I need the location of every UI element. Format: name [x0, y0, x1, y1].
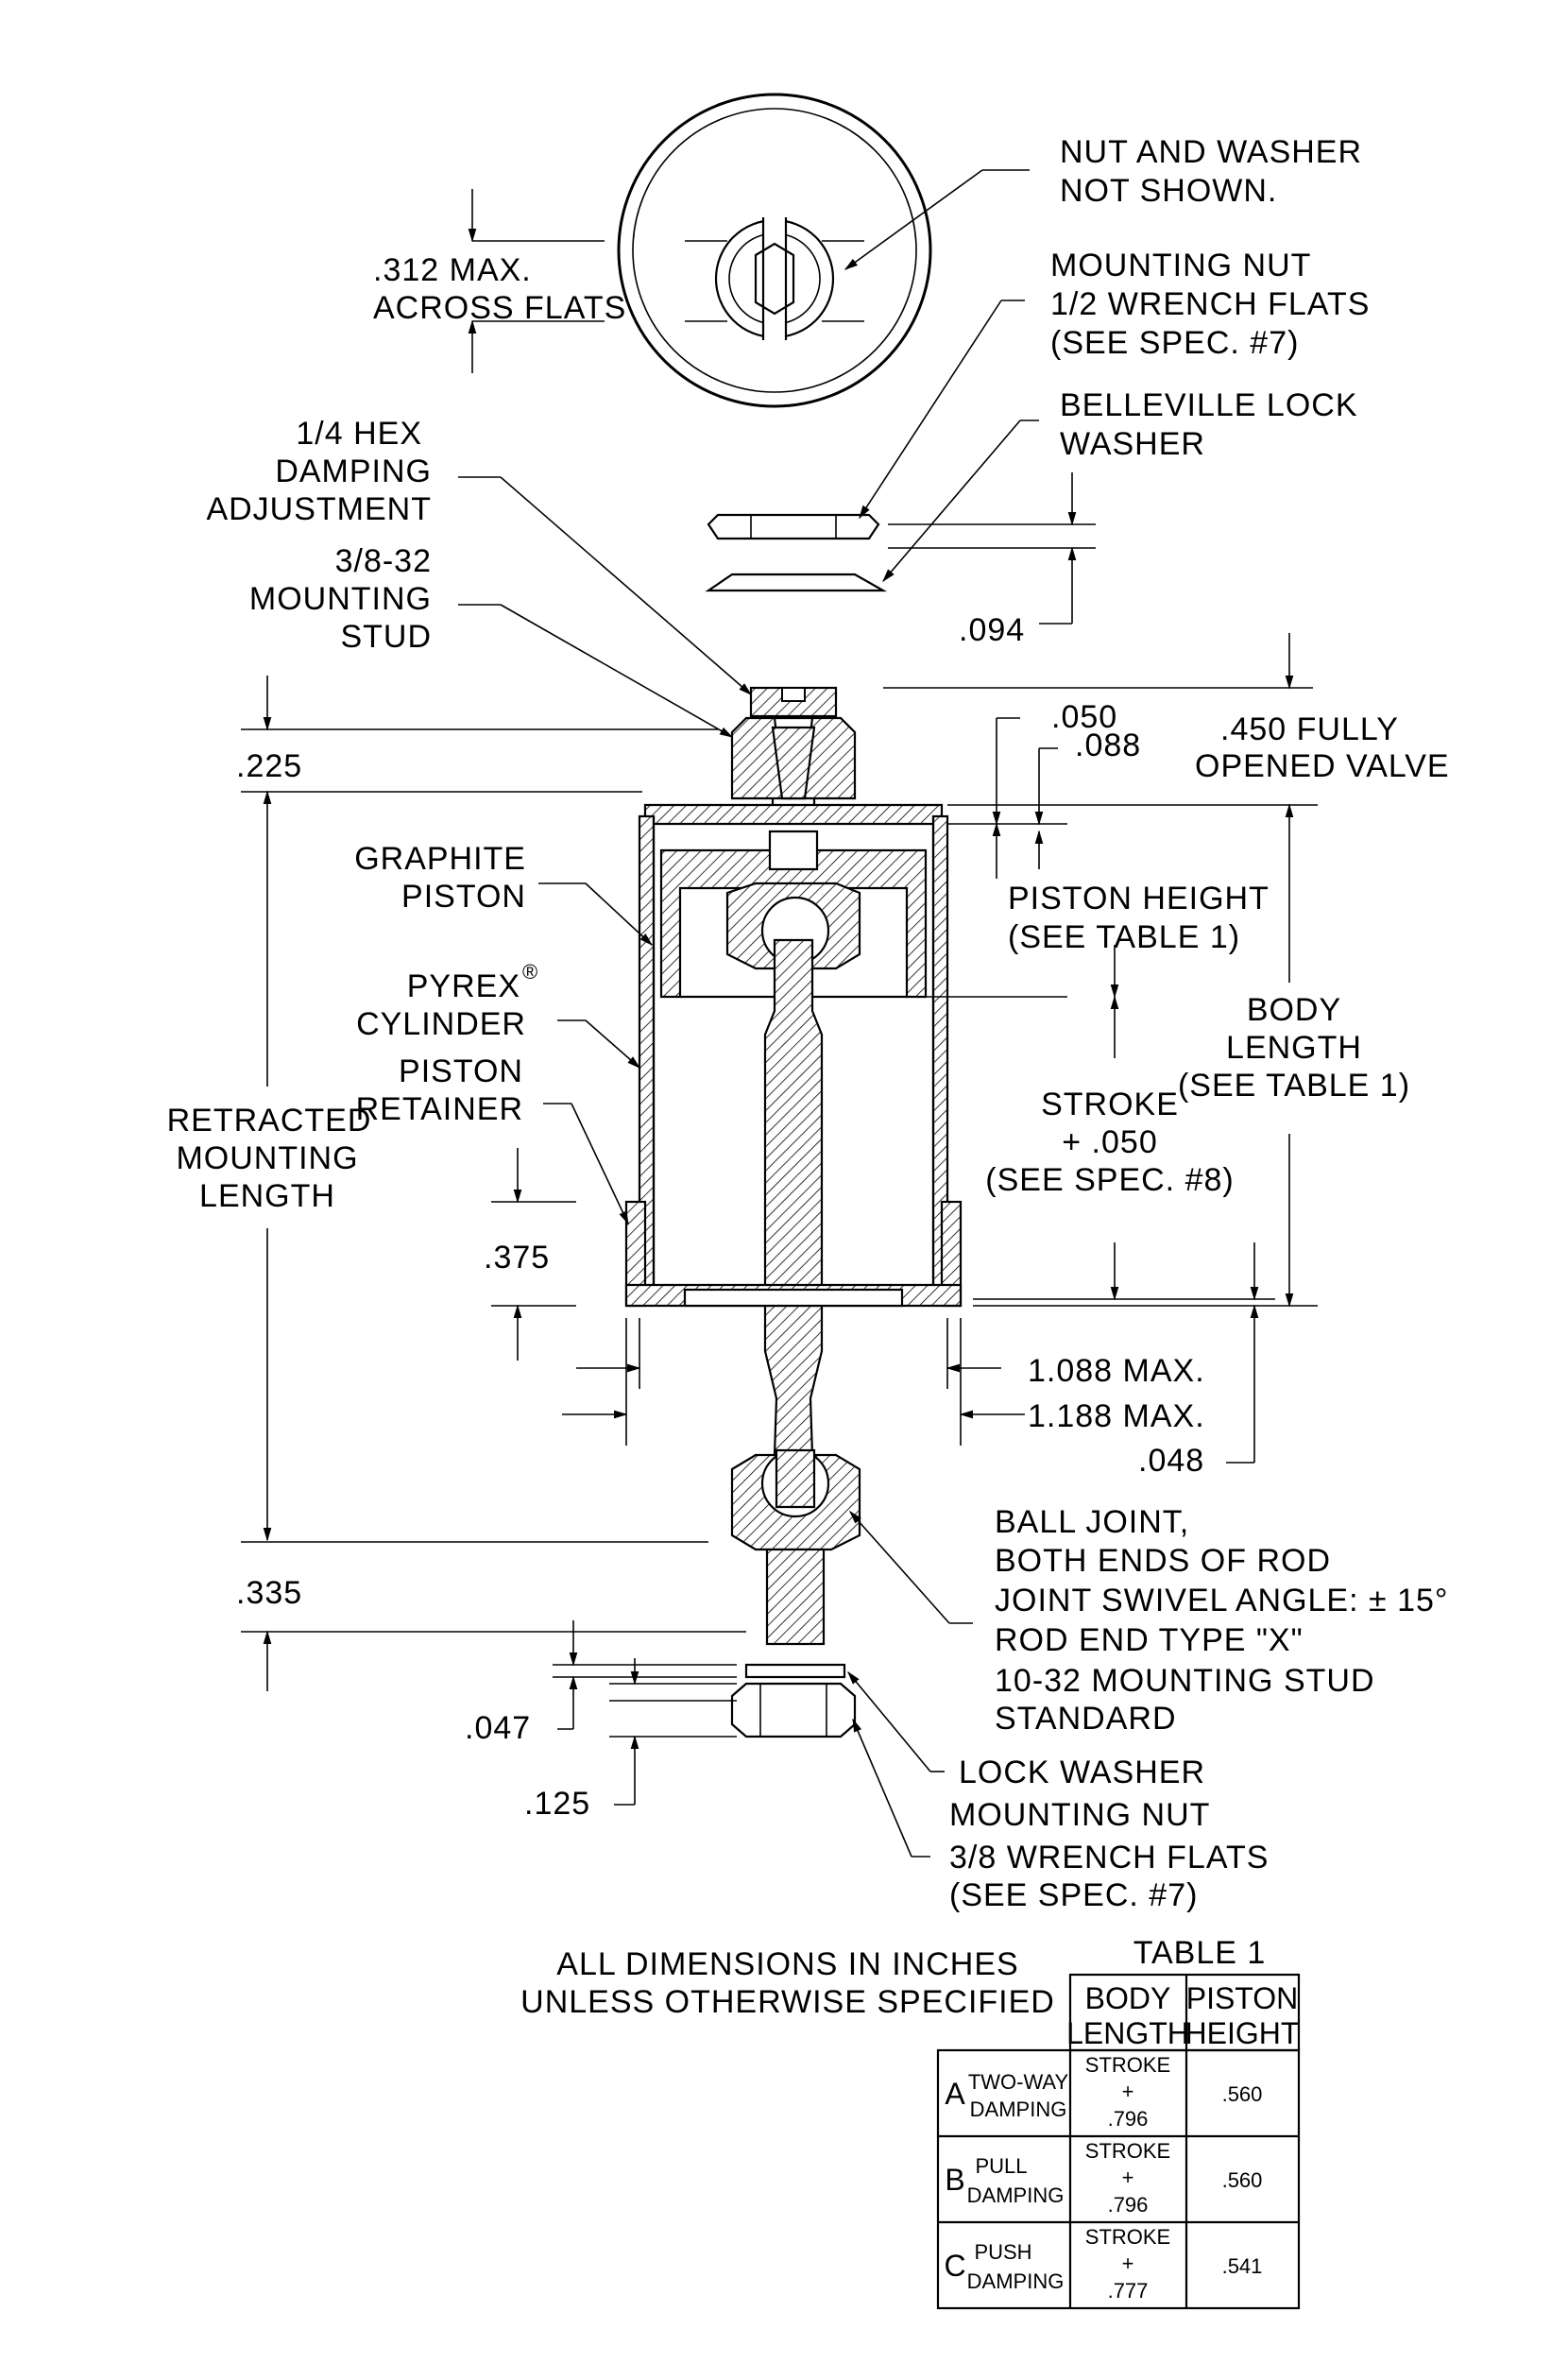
header-body-line2: LENGTH [1066, 2016, 1189, 2050]
mount-stud-line1: 3/8-32 [335, 543, 432, 579]
piston-height-line1: PISTON HEIGHT [1008, 881, 1270, 916]
flats-dim-line2: ACROSS FLATS [373, 290, 626, 326]
registered-mark: ® [522, 960, 537, 984]
stroke-line3: (SEE SPEC. #8) [985, 1162, 1234, 1198]
general-note-line2: UNLESS OTHERWISE SPECIFIED [520, 1984, 1055, 2020]
dim-088: .088 [1075, 728, 1141, 763]
row-a-type-line1: TWO-WAY [968, 2070, 1069, 2094]
ball-joint-line1: BALL JOINT, [995, 1504, 1189, 1540]
row-c-letter: C [944, 2249, 965, 2283]
row-c-body-line1: STROKE [1085, 2225, 1170, 2249]
dim-1088: 1.088 MAX. [1028, 1353, 1205, 1389]
dim-047: .047 [465, 1710, 531, 1746]
belleville-line2: WASHER [1060, 426, 1205, 462]
dim-375-lines [491, 1148, 576, 1361]
dim-050: .050 [1051, 699, 1117, 735]
row-a-type-line2: DAMPING [970, 2098, 1067, 2121]
fully-open-line1: .450 FULLY [1220, 711, 1399, 747]
ball-joint-line4: ROD END TYPE "X" [995, 1622, 1304, 1658]
header-body-line1: BODY [1085, 1981, 1171, 2015]
header-height-line2: HEIGHT [1185, 2016, 1300, 2050]
ball-joint-line5: 10-32 MOUNTING STUD [995, 1663, 1375, 1699]
general-note-line1: ALL DIMENSIONS IN INCHES [556, 1946, 1018, 1982]
row-c-type-line2: DAMPING [967, 2269, 1065, 2293]
retracted-line2: MOUNTING [176, 1140, 358, 1176]
mount-stud-line3: STUD [340, 619, 432, 655]
row-c-body-line3: .777 [1108, 2279, 1149, 2303]
leaders-left [458, 476, 753, 1225]
dim-125: .125 [524, 1786, 590, 1822]
piston-retainer-line1: PISTON [399, 1053, 523, 1089]
header-height-line1: PISTON [1186, 1981, 1299, 2015]
dim-1188: 1.188 MAX. [1028, 1398, 1205, 1434]
row-a-body-line3: .796 [1108, 2107, 1149, 2131]
row-c-height: .541 [1222, 2254, 1263, 2278]
ball-joint-line6: STANDARD [995, 1701, 1177, 1737]
row-b-body-line2: + [1122, 2166, 1134, 2189]
stroke-line1: STROKE [1041, 1087, 1179, 1122]
row-c-type-line1: PUSH [974, 2240, 1031, 2264]
body-length-line3: (SEE TABLE 1) [1178, 1068, 1410, 1104]
row-b-body-line3: .796 [1108, 2193, 1149, 2217]
mounting-nut-line3: (SEE SPEC. #7) [1050, 325, 1299, 361]
retracted-line3: LENGTH [199, 1178, 335, 1214]
hex-adjust-line2: DAMPING [275, 454, 432, 489]
pyrex-cylinder-line2: CYLINDER [356, 1006, 526, 1042]
body-length-line2: LENGTH [1226, 1030, 1362, 1066]
belleville-line1: BELLEVILLE LOCK [1060, 387, 1358, 423]
fully-open-line2: OPENED VALVE [1195, 748, 1450, 784]
mounting-nut-line2: 1/2 WRENCH FLATS [1050, 286, 1370, 322]
row-b-type-line2: DAMPING [967, 2183, 1065, 2207]
lower-dims [553, 1620, 945, 1858]
table-title: TABLE 1 [1133, 1935, 1267, 1971]
row-a-body-line1: STROKE [1085, 2053, 1170, 2077]
hex-adjust-line1: 1/4 HEX [296, 416, 422, 452]
row-a-body-line2: + [1122, 2080, 1134, 2103]
table-1: TABLE 1 BODY LENGTH PISTON HEIGHT A TWO-… [936, 1935, 1301, 2310]
row-b-type-line1: PULL [975, 2154, 1027, 2178]
dim-375: .375 [484, 1240, 550, 1276]
mounting-nut-line1: MOUNTING NUT [1050, 248, 1311, 283]
ball-joint-leader [849, 1510, 973, 1624]
retracted-length-dims [241, 676, 746, 1691]
mount-stud-line2: MOUNTING [249, 581, 432, 617]
top-note-line2: NOT SHOWN. [1060, 173, 1277, 209]
hex-adjust-line3: ADJUSTMENT [206, 491, 432, 527]
row-b-body-line1: STROKE [1085, 2139, 1170, 2163]
upper-nut-washer [705, 300, 1096, 625]
mounting-nut-bottom-line2: 3/8 WRENCH FLATS [949, 1840, 1269, 1875]
ball-joint-line3: JOINT SWIVEL ANGLE: ± 15° [995, 1583, 1449, 1618]
graphite-piston-line1: GRAPHITE [354, 841, 526, 877]
graphite-piston-line2: PISTON [401, 879, 526, 915]
dim-335: .335 [236, 1575, 302, 1611]
retracted-line1: RETRACTED [167, 1103, 372, 1139]
row-c-body-line2: + [1122, 2252, 1134, 2275]
row-b-letter: B [945, 2163, 964, 2197]
row-a-height: .560 [1222, 2082, 1263, 2106]
dim-048: .048 [1138, 1443, 1204, 1479]
mounting-nut-bottom-line1: MOUNTING NUT [949, 1797, 1210, 1833]
top-view [468, 93, 1030, 408]
mounting-nut-bottom-line3: (SEE SPEC. #7) [949, 1877, 1198, 1913]
piston-retainer-line2: RETAINER [356, 1091, 523, 1127]
stroke-line2: + .050 [1062, 1124, 1157, 1160]
flats-dim-line1: .312 MAX. [373, 252, 532, 288]
ball-joint-line2: BOTH ENDS OF ROD [995, 1543, 1331, 1579]
piston-height-line2: (SEE TABLE 1) [1008, 919, 1240, 955]
dim-225: .225 [236, 748, 302, 784]
right-dims [562, 633, 1318, 1464]
top-note-line1: NUT AND WASHER [1060, 134, 1362, 170]
row-a-letter: A [945, 2077, 965, 2111]
pyrex-cylinder-line1: PYREX [407, 968, 520, 1004]
dim-094: .094 [959, 612, 1025, 648]
body-length-line1: BODY [1247, 992, 1341, 1028]
lock-washer-label: LOCK WASHER [959, 1755, 1205, 1790]
row-b-height: .560 [1222, 2168, 1263, 2192]
